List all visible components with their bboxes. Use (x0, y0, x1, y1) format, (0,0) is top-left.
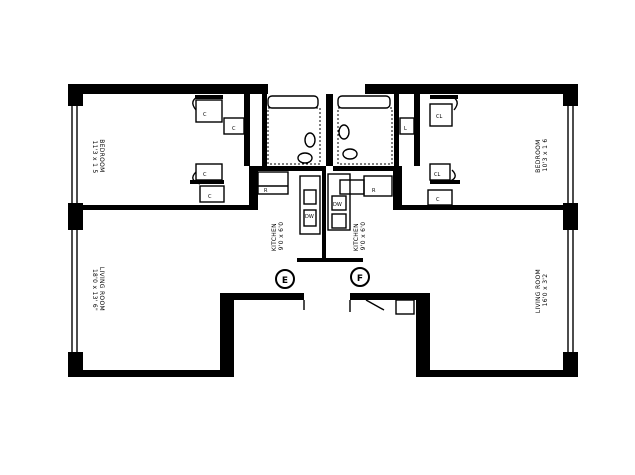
dishwasher-label: DW (305, 214, 314, 220)
closet-label: C (203, 172, 207, 178)
kitchen-f-fixtures (327, 173, 393, 231)
left-bedroom-label: BEDROOM 11'3 x 1 5 (91, 139, 105, 175)
svg-text:F: F (357, 274, 363, 284)
unit-marker-e: E (275, 269, 295, 289)
closet-label: CL (434, 172, 440, 178)
closets (192, 95, 458, 206)
left-living-label: LIVING ROOM 18'0 x 13' 6" (91, 267, 105, 313)
kitchen-e-label: KITCHEN 9'0 x 6'0 (271, 221, 285, 251)
right-bedroom-label: BEDROOM 10'3 x 1 6 (535, 137, 549, 173)
interior-walls (83, 94, 563, 262)
refrigerator-label: R (372, 188, 376, 194)
closet-label: CL (436, 114, 442, 120)
closet-label: C (203, 112, 207, 118)
unit-marker-f: F (350, 267, 370, 287)
right-bathroom (337, 95, 393, 165)
closet-label: C (208, 194, 212, 200)
refrigerator-label: R (264, 188, 268, 194)
entry-doors (303, 299, 415, 315)
linen-closet-label: L (404, 126, 407, 132)
svg-text:E: E (282, 276, 288, 286)
exterior-walls (68, 84, 578, 377)
closet-label: C (232, 126, 236, 132)
dishwasher-label: DW (333, 202, 342, 208)
right-living-label: LIVING ROOM 16'0 x 3'2 (535, 267, 549, 313)
closet-label: C (436, 197, 440, 203)
windows (71, 106, 574, 352)
kitchen-e-fixtures (257, 171, 321, 235)
kitchen-f-label: KITCHEN 9'0 x 6'0 (353, 221, 367, 251)
left-bathroom (267, 95, 321, 165)
